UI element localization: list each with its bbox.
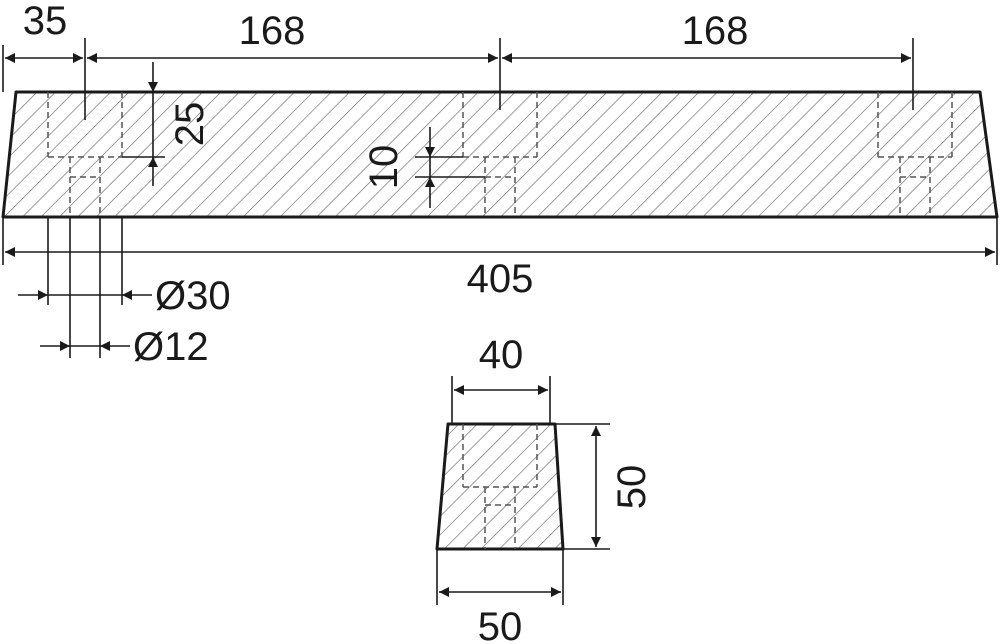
dim-top-width: 40 — [451, 333, 551, 424]
dim-total-length: 405 — [2, 217, 998, 301]
dim-end-offset-label: 35 — [23, 0, 68, 43]
end-view-body — [435, 422, 565, 551]
dim-bottom-offset: 10 — [362, 127, 485, 208]
dim-counterbore-diameter: Ø30 — [18, 274, 231, 318]
hidden-lines-hole-2 — [462, 92, 538, 217]
dim-height-label: 50 — [610, 465, 654, 510]
dim-counterbore-diameter-label: Ø30 — [155, 274, 231, 318]
diameter-extension-lines — [47, 217, 123, 358]
dim-top-width-label: 40 — [479, 333, 524, 377]
dim-spacing-1-label: 168 — [239, 9, 306, 53]
dim-hole-diameter-label: Ø12 — [133, 325, 209, 369]
extension-lines-top — [2, 38, 914, 120]
end-view-hidden-lines — [462, 424, 538, 549]
dim-height: 50 — [555, 423, 654, 550]
dim-counterbore-depth-label: 25 — [168, 102, 212, 147]
dim-bottom-width-label: 50 — [478, 605, 523, 644]
dim-counterbore-depth: 25 — [122, 62, 212, 186]
hidden-lines-hole-3 — [877, 92, 953, 217]
dim-spacing-2-label: 168 — [682, 9, 749, 53]
dim-total-length-label: 405 — [467, 257, 534, 301]
dim-hole-diameter: Ø12 — [40, 325, 209, 369]
dim-bottom-width: 50 — [436, 549, 564, 644]
hidden-lines-hole-1 — [47, 92, 123, 217]
side-view: 35 168 168 25 10 405 — [1, 0, 999, 369]
end-view: 40 50 50 — [435, 333, 654, 644]
side-view-body — [1, 90, 999, 219]
dim-bottom-offset-label: 10 — [362, 145, 406, 190]
